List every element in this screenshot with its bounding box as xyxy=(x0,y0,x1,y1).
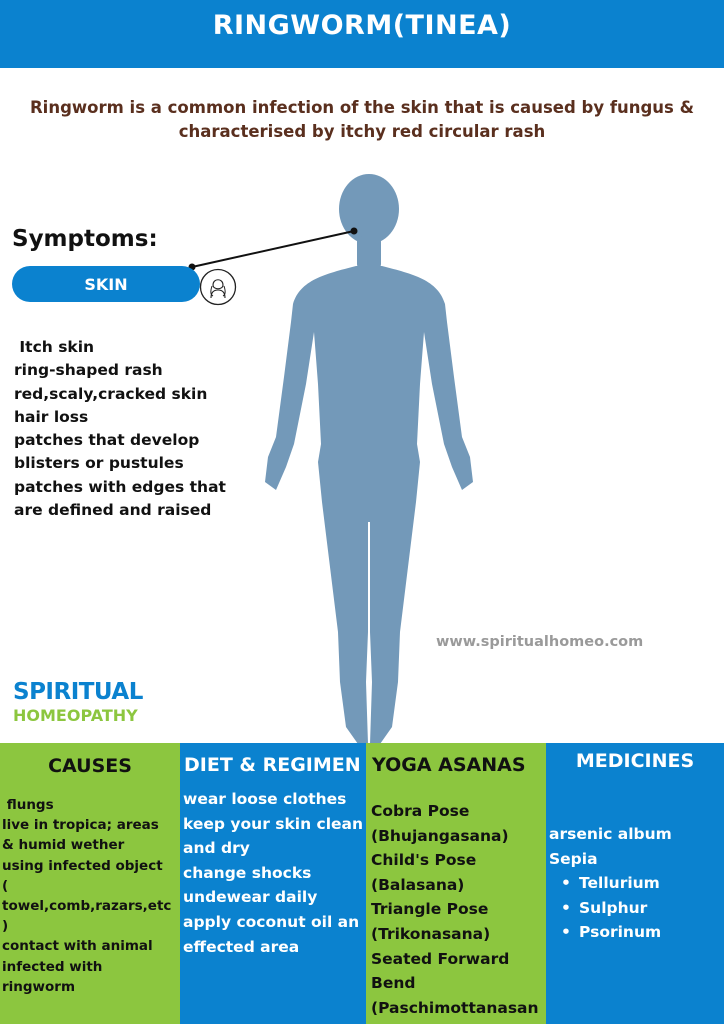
list-item: ) xyxy=(2,918,9,935)
list-item: ring-shaped rash xyxy=(14,361,163,380)
list-item: flungs xyxy=(2,797,54,813)
yoga-asanas-heading: YOGA ASANAS xyxy=(372,754,526,776)
list-item: Tellurium xyxy=(549,871,721,896)
symptoms-heading: Symptoms: xyxy=(12,226,158,252)
list-item: (Paschimottanasan xyxy=(371,998,539,1017)
causes-column: CAUSES flungs live in tropica; areas & h… xyxy=(0,743,180,1024)
list-item: towel,comb,razars,etc xyxy=(2,898,172,915)
skin-pill: SKIN xyxy=(12,266,200,302)
list-item: change shocks xyxy=(183,863,312,882)
list-item: (Trikonasana) xyxy=(371,924,491,943)
list-item: patches that develop xyxy=(14,431,200,450)
list-item: Triangle Pose xyxy=(371,900,489,919)
list-item: & humid wether xyxy=(2,837,125,854)
list-item: infected with xyxy=(2,958,103,975)
header-banner: RINGWORM(TINEA) xyxy=(0,0,724,68)
medicines-column: MEDICINES arsenic album Sepia Tellurium … xyxy=(546,743,724,1024)
yoga-asanas-column: YOGA ASANAS Cobra Pose (Bhujangasana) Ch… xyxy=(366,743,546,1024)
diet-regimen-heading: DIET & REGIMEN xyxy=(184,754,361,776)
list-item: hair loss xyxy=(14,407,89,426)
medicines-list: arsenic album Sepia Tellurium Sulphur Ps… xyxy=(549,822,721,945)
list-item: live in tropica; areas xyxy=(2,817,159,834)
list-item: Child's Pose xyxy=(371,851,477,870)
list-item: keep your skin clean xyxy=(183,814,364,833)
list-item: red,scaly,cracked skin xyxy=(14,384,208,403)
yoga-asanas-list: Cobra Pose (Bhujangasana) Child's Pose (… xyxy=(371,799,546,1020)
causes-heading: CAUSES xyxy=(48,755,132,777)
page-title: RINGWORM(TINEA) xyxy=(212,10,512,41)
list-item: effected area xyxy=(183,937,300,956)
brand-name-line2: HOMEOPATHY xyxy=(13,706,138,725)
list-item: Sepia xyxy=(549,849,598,868)
list-item: Bend xyxy=(371,974,416,993)
list-item: blisters or pustules xyxy=(14,454,184,473)
medicines-heading: MEDICINES xyxy=(575,750,695,772)
human-body-illustration xyxy=(265,174,473,744)
list-item: and dry xyxy=(183,839,250,858)
brand-name-line1: SPIRITUAL xyxy=(13,679,143,705)
diet-regimen-list: wear loose clothes keep your skin clean … xyxy=(183,787,365,959)
list-item: arsenic album xyxy=(549,825,672,843)
list-item: Sulphur xyxy=(549,896,721,921)
list-item: Seated Forward xyxy=(371,949,510,968)
list-item: Itch skin xyxy=(14,338,95,356)
person-head-icon xyxy=(199,268,237,306)
causes-list: flungs live in tropica; areas & humid we… xyxy=(2,795,178,997)
list-item: Psorinum xyxy=(549,920,721,945)
list-item: wear loose clothes xyxy=(183,790,347,808)
skin-pill-label: SKIN xyxy=(84,274,128,294)
list-item: ( xyxy=(2,877,9,894)
list-item: using infected object xyxy=(2,857,163,874)
list-item: ringworm xyxy=(2,978,76,995)
list-item: Cobra Pose xyxy=(371,802,470,820)
list-item: apply coconut oil an xyxy=(183,912,360,931)
list-item: (Balasana) xyxy=(371,875,465,894)
symptom-list: Itch skin ring-shaped rash red,scaly,cra… xyxy=(14,336,226,522)
list-item: are defined and raised xyxy=(14,501,212,520)
list-item: contact with animal xyxy=(2,938,153,955)
website-watermark: www.spiritualhomeo.com xyxy=(436,634,644,650)
list-item: (Bhujangasana) xyxy=(371,826,509,845)
intro-text: Ringworm is a common infection of the sk… xyxy=(29,98,695,141)
list-item: patches with edges that xyxy=(14,477,226,496)
diet-regimen-column: DIET & REGIMEN wear loose clothes keep y… xyxy=(180,743,366,1024)
list-item: undewear daily xyxy=(183,888,318,907)
